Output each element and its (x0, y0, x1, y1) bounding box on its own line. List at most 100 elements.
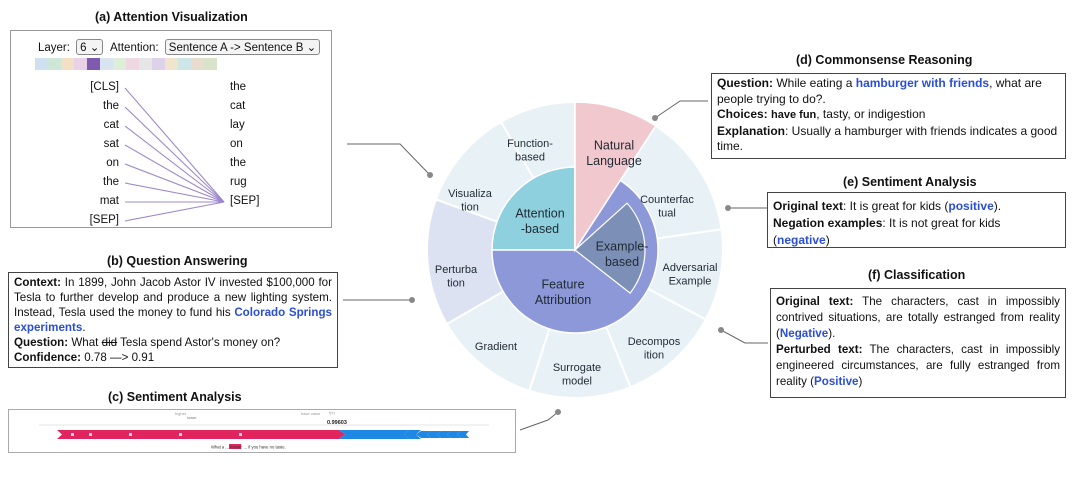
f-original-highlight: Negative (779, 327, 829, 340)
answer-highlight: Colorado Springs experiments (14, 306, 332, 334)
panel-e-title: (e) Sentiment Analysis (843, 175, 977, 189)
panel-a-title: (a) Attention Visualization (95, 10, 248, 24)
cs-explanation-text: : Usually a hamburger with friends indic… (717, 123, 1058, 154)
head-color-swatch[interactable] (35, 58, 48, 70)
f-perturbed-text: The characters, cast in impossibly engin… (776, 343, 1060, 388)
wheel-inner-example (574, 202, 646, 294)
shap-label-higher: higher (175, 411, 187, 416)
layer-select-value: 6 (80, 42, 87, 54)
layer-select[interactable]: 6 ⌄ (76, 39, 104, 55)
shap-force-plot: higher lower base value f(x) 0.99603 Wha… (39, 410, 489, 450)
shap-label-fx: f(x) (329, 410, 335, 415)
cs-question-pre: While eating a (776, 76, 853, 90)
right-token[interactable]: rug (230, 176, 247, 188)
wheel-label-gradient: Gradient (475, 341, 517, 353)
cs-question-highlight: hamburger with friends (855, 76, 990, 90)
shap-fx-value: 0.99603 (327, 420, 347, 426)
attention-visualization-panel: Layer: 6 ⌄ Attention: Sentence A -> Sent… (10, 30, 332, 228)
shap-highlight-word (229, 444, 241, 449)
left-token[interactable]: [CLS] (90, 81, 119, 93)
cs-explanation-label: Explanation (717, 123, 786, 138)
left-token[interactable]: [SEP] (89, 214, 119, 226)
chevron-down-icon: ⌄ (306, 42, 317, 54)
connector-dots (409, 115, 731, 415)
head-color-swatch[interactable] (48, 58, 61, 70)
f-original-text: The characters, cast in impossibly contr… (776, 295, 1060, 340)
panel-f-title: (f) Classification (868, 268, 966, 282)
chevron-down-icon: ⌄ (89, 42, 100, 54)
shap-negative-arrows (404, 430, 469, 439)
f-perturbed-highlight: Positive (814, 375, 859, 388)
left-token[interactable]: cat (103, 119, 119, 131)
attention-label: Attention: (110, 42, 159, 54)
left-token[interactable]: sat (103, 138, 119, 150)
e-negation-highlight: negative (777, 233, 826, 247)
head-color-swatch[interactable] (178, 58, 191, 70)
head-color-swatch[interactable] (139, 58, 152, 70)
head-color-swatch[interactable] (126, 58, 139, 70)
right-token[interactable]: on (230, 138, 243, 150)
right-token[interactable]: the (230, 157, 246, 169)
panel-b-title: (b) Question Answering (107, 254, 248, 268)
e-negation-end: ) (825, 233, 830, 247)
left-token[interactable]: mat (99, 195, 119, 207)
attention-lines (124, 87, 225, 222)
f-original-label: Original text: (776, 295, 854, 308)
right-token[interactable]: the (230, 81, 246, 93)
attention-select-value: Sentence A -> Sentence B (168, 42, 304, 54)
head-color-swatch[interactable] (100, 58, 113, 70)
e-negation-label: Negation examples (773, 216, 883, 230)
context-end: . (82, 321, 86, 334)
panel-c-title: (c) Sentiment Analysis (108, 390, 242, 404)
e-original-text: : It is great for kids ( (843, 199, 949, 213)
right-token[interactable]: [SEP] (230, 195, 260, 207)
head-color-swatch[interactable] (74, 58, 87, 70)
head-color-swatch[interactable] (204, 58, 217, 70)
right-token[interactable]: cat (230, 100, 246, 112)
wheel-label-attention: Attention-based (515, 207, 564, 237)
shap-label-base-value: base value (301, 411, 321, 416)
question-label: Question: (14, 336, 69, 349)
panel-d-title: (d) Commonsense Reasoning (796, 53, 973, 67)
right-token[interactable]: lay (230, 119, 245, 131)
cs-question-post: , what are people trying to do?. (717, 76, 1042, 106)
commonsense-reasoning-panel: Question: While eating a hamburger with … (711, 73, 1066, 159)
layer-label: Layer: (38, 42, 70, 54)
head-color-swatch[interactable] (191, 58, 204, 70)
head-color-swatch[interactable] (61, 58, 74, 70)
left-token[interactable]: the (103, 176, 119, 188)
e-original-end: ). (993, 199, 1002, 213)
f-perturbed-label: Perturbed text: (776, 343, 863, 356)
question-answering-panel: Context: In 1899, John Jacob Astor IV in… (8, 272, 338, 368)
f-original-end: ). (828, 327, 836, 340)
negation-sentiment-panel: Original text: It is great for kids (pos… (767, 192, 1066, 248)
attention-select[interactable]: Sentence A -> Sentence B ⌄ (164, 39, 321, 55)
left-token[interactable]: the (103, 100, 119, 112)
wheel-label-function: Function-based (507, 138, 553, 164)
shap-label-lower: lower (187, 415, 197, 420)
question-post: Tesla spend Astor's money on? (120, 336, 281, 349)
head-color-swatch[interactable] (165, 58, 178, 70)
shap-positive-bar (57, 430, 345, 439)
f-perturbed-end: ) (858, 375, 863, 388)
question-pre: What (71, 336, 99, 349)
head-color-swatch[interactable] (152, 58, 165, 70)
attention-control: Attention: Sentence A -> Sentence B ⌄ (110, 39, 321, 55)
shap-force-plot-panel: higher lower base value f(x) 0.99603 Wha… (8, 409, 516, 453)
left-token[interactable]: on (106, 157, 119, 169)
confidence-value: 0.78 —> 0.91 (84, 351, 155, 364)
layer-control: Layer: 6 ⌄ (38, 39, 104, 55)
cs-choices-rest: , tasty, or indigestion (816, 107, 926, 121)
head-color-swatch[interactable] (87, 58, 100, 70)
wheel-inner-attention (491, 166, 576, 251)
head-color-swatch[interactable] (113, 58, 126, 70)
head-color-palette[interactable] (35, 58, 217, 70)
